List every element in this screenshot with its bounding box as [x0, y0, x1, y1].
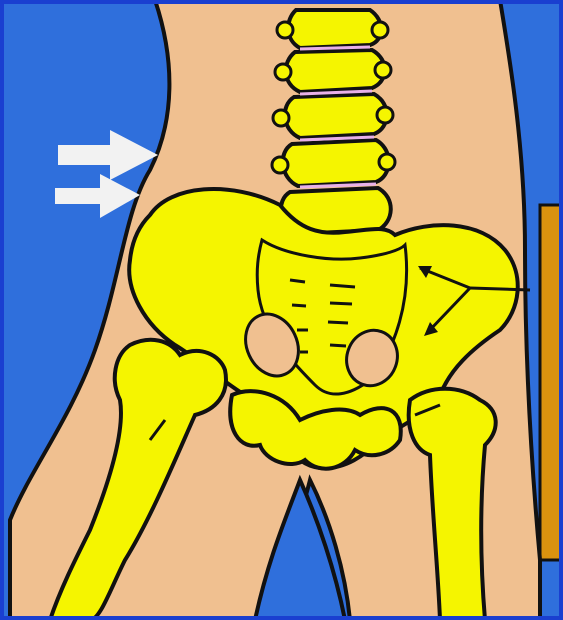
vertebra-3 — [285, 94, 387, 138]
spine — [281, 10, 391, 234]
vertebra-2 — [286, 50, 385, 92]
vertebra-4 — [283, 140, 389, 186]
vertebra-1 — [288, 10, 381, 48]
